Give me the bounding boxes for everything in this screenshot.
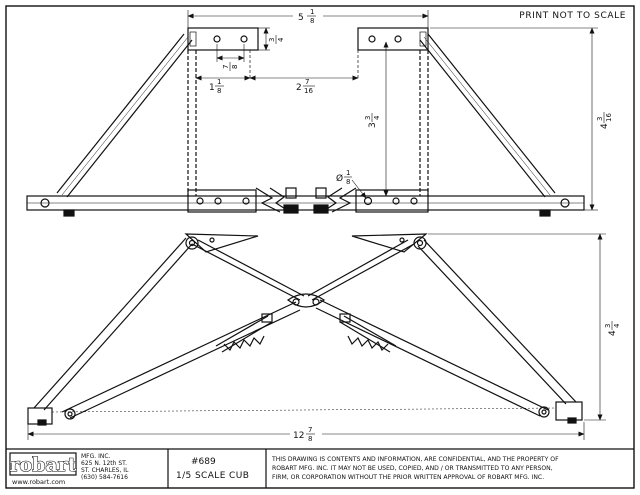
svg-text:8: 8 [308,435,312,443]
drawing-border [5,5,635,489]
company-line-2: 625 N. 12th ST. [81,460,127,467]
svg-text:16: 16 [304,87,313,95]
svg-text:3: 3 [604,324,612,328]
dim-bottom-width: 12 7 8 [293,426,315,443]
notice-line-1: THIS DRAWING IS CONTENTS AND INFORMATION… [271,456,559,463]
dim-left-offset: 1 1 8 [209,78,224,95]
left-upper-plate [187,27,259,51]
svg-text:3: 3 [268,38,276,42]
svg-text:1: 1 [346,169,350,177]
svg-text:Ø: Ø [336,173,343,184]
company-line-4: (630) 584-7616 [81,474,128,481]
company-logo: robart [9,454,76,476]
svg-text:7: 7 [308,426,312,434]
center-linkage [255,187,357,214]
svg-text:8: 8 [231,65,239,69]
svg-text:4: 4 [613,323,621,328]
svg-text:2: 2 [296,83,302,93]
svg-text:4: 4 [373,115,381,120]
right-shock [339,313,397,353]
svg-text:7: 7 [305,78,309,86]
svg-text:8: 8 [346,178,350,186]
dim-small-height: 3 4 [268,35,285,44]
company-line-1: MFG. INC. [81,453,111,460]
top-view [26,27,585,217]
svg-text:4: 4 [277,37,285,42]
part-name: 1/5 SCALE CUB [176,471,249,481]
svg-text:4: 4 [608,330,618,336]
svg-text:3: 3 [596,117,604,121]
print-note: PRINT NOT TO SCALE [519,11,626,21]
right-lower-plate [355,189,429,213]
dim-overall-height: 4 3 16 [596,112,613,129]
left-lower-plate [187,189,257,213]
top-dimensions [187,10,598,211]
right-diagonal-strut [419,33,556,198]
notice-line-3: FIRM, OR CORPORATION WITHOUT THE PRIOR W… [272,474,544,481]
left-shock [215,313,273,353]
part-number: #689 [191,457,216,467]
dim-center-gap: 2 7 16 [296,78,315,95]
dim-bottom-height: 4 3 4 [604,321,621,336]
right-end-block [555,401,583,421]
svg-text:1: 1 [310,8,314,16]
dim-inner-height: 3 3 4 [364,113,381,128]
svg-text:3: 3 [364,116,372,120]
svg-text:8: 8 [310,17,314,25]
svg-text:5: 5 [298,13,304,23]
dim-hole-spacing: 7 8 [222,62,239,71]
title-block: robart MFG. INC. 625 N. 12th ST. ST. CHA… [6,448,634,488]
company-logo-box [9,452,77,476]
svg-text:16: 16 [605,113,613,122]
svg-text:3: 3 [368,122,378,128]
svg-text:7: 7 [222,65,230,69]
bottom-view [27,233,583,426]
svg-text:1: 1 [217,78,221,86]
dim-hole-dia: Ø 1 8 [336,169,352,186]
company-line-3: ST. CHARLES, IL [81,467,129,474]
svg-text:8: 8 [217,87,221,95]
svg-text:12: 12 [293,431,304,441]
company-website: www.robart.com [12,478,65,486]
svg-text:1: 1 [209,83,215,93]
left-diagonal-strut [56,33,193,198]
svg-text:4: 4 [600,123,610,129]
dim-top-width: 5 1 8 [298,8,316,25]
right-upper-plate [357,27,429,51]
bottom-dimensions [27,233,606,440]
center-hub [286,293,326,308]
notice-line-2: ROBART MFG. INC. IT MAY NOT BE USED, COP… [272,465,553,472]
